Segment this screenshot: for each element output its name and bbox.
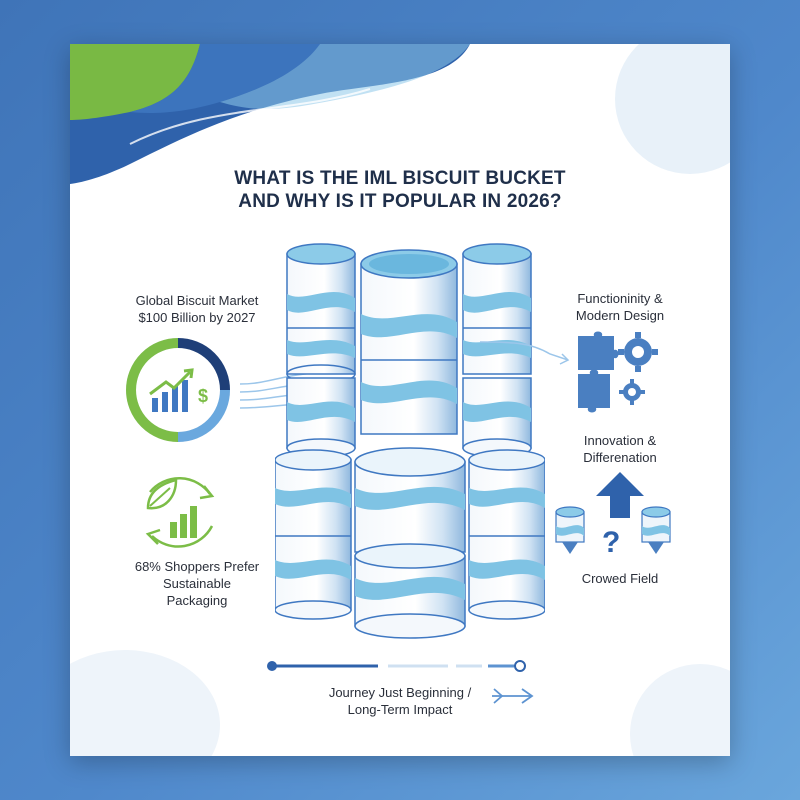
right-flow-lines (480, 341, 570, 365)
growth-chart-icon (149, 368, 194, 412)
bucket-front-right (468, 449, 545, 620)
crowded-field-icon: ? (555, 506, 671, 559)
bucket-front-center (354, 447, 466, 639)
sustainability-label: 68% Shoppers Prefer Sustainable Packagin… (102, 558, 292, 609)
small-bucket-left (555, 506, 585, 554)
leaf-icon (146, 478, 178, 510)
bucket-front-left (275, 449, 352, 620)
dollar-icon: $ (198, 386, 208, 406)
innovation-label-line-1: Innovation & (583, 433, 657, 448)
design-label-line-2: Modern Design (575, 308, 665, 323)
design-label-line-1: Functioninity & (577, 291, 663, 306)
infographic-card: WHAT IS THE IML BISCUIT BUCKET AND WHY I… (70, 44, 730, 756)
sustainability-label-line-2: Sustainable (163, 576, 231, 591)
small-bucket-right (641, 506, 671, 554)
journey-label-line-1: Journey Just Beginning / (328, 685, 472, 700)
next-arrow-icon (492, 688, 534, 704)
market-label-line-1: Global Biscuit Market (135, 293, 259, 308)
small-gear-icon (619, 379, 645, 405)
top-wave-decoration (70, 44, 470, 184)
title-line-2: AND WHY IS IT POPULAR IN 2026? (238, 191, 562, 212)
bucket-center-tall (360, 249, 458, 435)
puzzle-gear-icons (578, 331, 658, 413)
market-label-line-2: $100 Billion by 2027 (138, 310, 256, 325)
question-icon: ? (602, 526, 620, 559)
crowded-label: Crowed Field (540, 570, 700, 587)
sustainability-icon (145, 477, 215, 548)
puzzle-icon (578, 331, 619, 413)
innovation-label: Innovation & Differenation (540, 432, 700, 466)
bucket-back-left (286, 243, 356, 458)
sustainability-label-line-1: 68% Shoppers Prefer (134, 559, 260, 574)
corner-circle-bottom-right (630, 664, 730, 756)
market-ring-icon: $ (126, 338, 230, 442)
innovation-label-line-2: Differenation (583, 450, 657, 465)
corner-circle-top-right (615, 44, 730, 174)
design-label: Functioninity & Modern Design (540, 290, 700, 324)
crowded-label-line-1: Crowed Field (581, 571, 659, 586)
corner-circle-bottom-left (70, 650, 220, 756)
gear-icon (618, 332, 658, 372)
journey-label-line-2: Long-Term Impact (347, 702, 453, 717)
up-arrow-icon (596, 472, 644, 518)
bucket-stack (275, 243, 545, 639)
journey-label: Journey Just Beginning / Long-Term Impac… (310, 684, 490, 718)
sustainability-label-line-3: Packaging (166, 593, 228, 608)
market-label: Global Biscuit Market $100 Billion by 20… (102, 292, 292, 326)
journey-timeline (267, 660, 526, 672)
title-line-1: WHAT IS THE IML BISCUIT BUCKET (234, 168, 566, 189)
